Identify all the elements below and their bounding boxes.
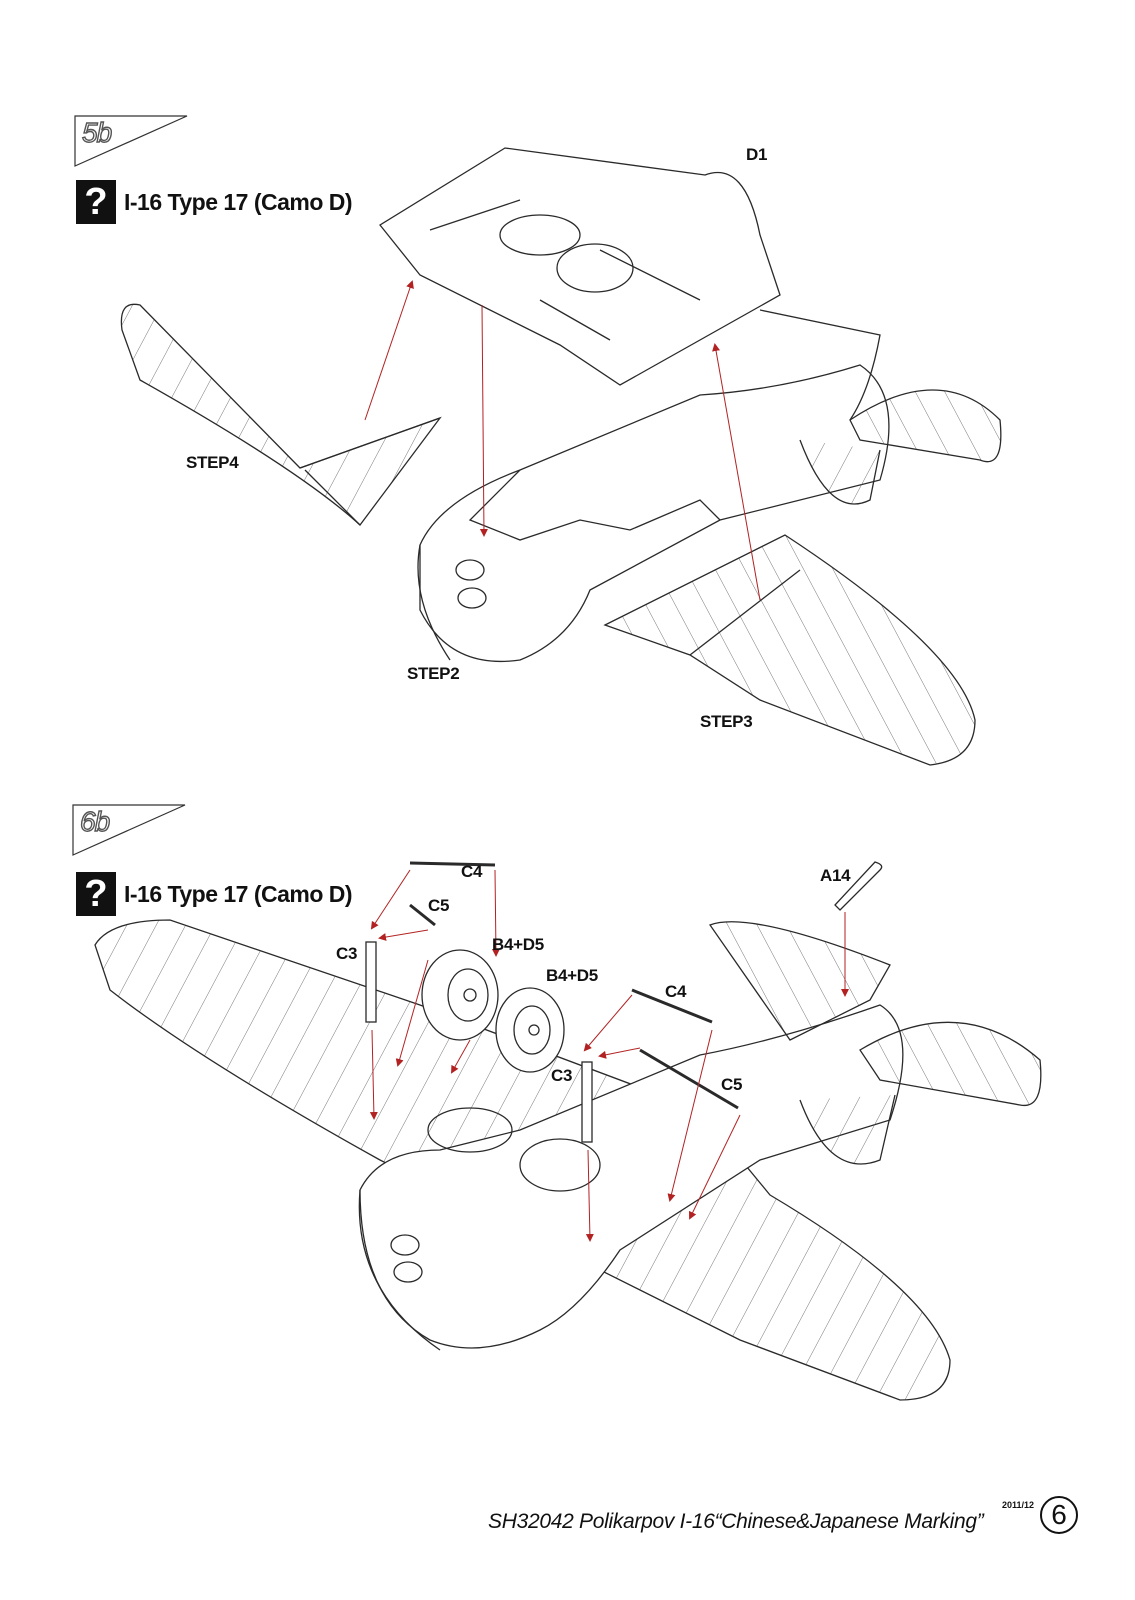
strut-c3-right [581,1061,593,1143]
step-6b-drawing [94,861,1042,1401]
label-b4d5-right: B4+D5 [546,966,598,985]
label-b4d5-left: B4+D5 [492,935,544,954]
label-step3: STEP3 [700,712,753,731]
footer-date: 2011/12 [1002,1500,1035,1510]
question-icon: ? [76,872,116,916]
question-icon: ? [76,180,116,224]
step-6b-version: ? I-16 Type 17 (Camo D) [76,872,353,916]
step-5b-drawing [120,147,1002,766]
version-label: I-16 Type 17 (Camo D) [124,880,353,907]
right-wing-panel [603,534,976,766]
step-6b-number: 6b [79,805,111,837]
part-d1 [379,147,781,386]
label-d1: D1 [746,145,768,164]
step-5b-number: 5b [81,116,113,148]
strut-c3-left [365,941,377,1023]
horizontal-stabilizer [849,389,1002,463]
label-c3-right: C3 [551,1066,573,1085]
page-number: 6 [1040,1496,1078,1534]
fuselage [359,1004,904,1349]
label-c4-right: C4 [665,982,687,1001]
step-5b-tab: 5b [74,115,188,172]
label-c4-left: C4 [461,862,483,881]
horizontal-stabilizer [859,1021,1042,1107]
step-tab-shape [72,804,186,856]
step-6b-tab: 6b [72,804,186,861]
label-c5-right: C5 [721,1075,743,1094]
footer-title: SH32042 Polikarpov I-16“Chinese&Japanese… [488,1510,984,1533]
wheel-right [495,987,565,1073]
step-tab-shape [74,115,188,167]
step-5b-version: ? I-16 Type 17 (Camo D) [76,180,353,224]
label-c3-left: C3 [336,944,358,963]
label-c5-left: C5 [428,896,450,915]
label-step2: STEP2 [407,664,460,683]
label-step4: STEP4 [186,453,239,472]
left-wing-panel [120,303,442,526]
version-label: I-16 Type 17 (Camo D) [124,188,353,215]
label-a14: A14 [820,866,851,885]
wheel-left [421,949,499,1041]
